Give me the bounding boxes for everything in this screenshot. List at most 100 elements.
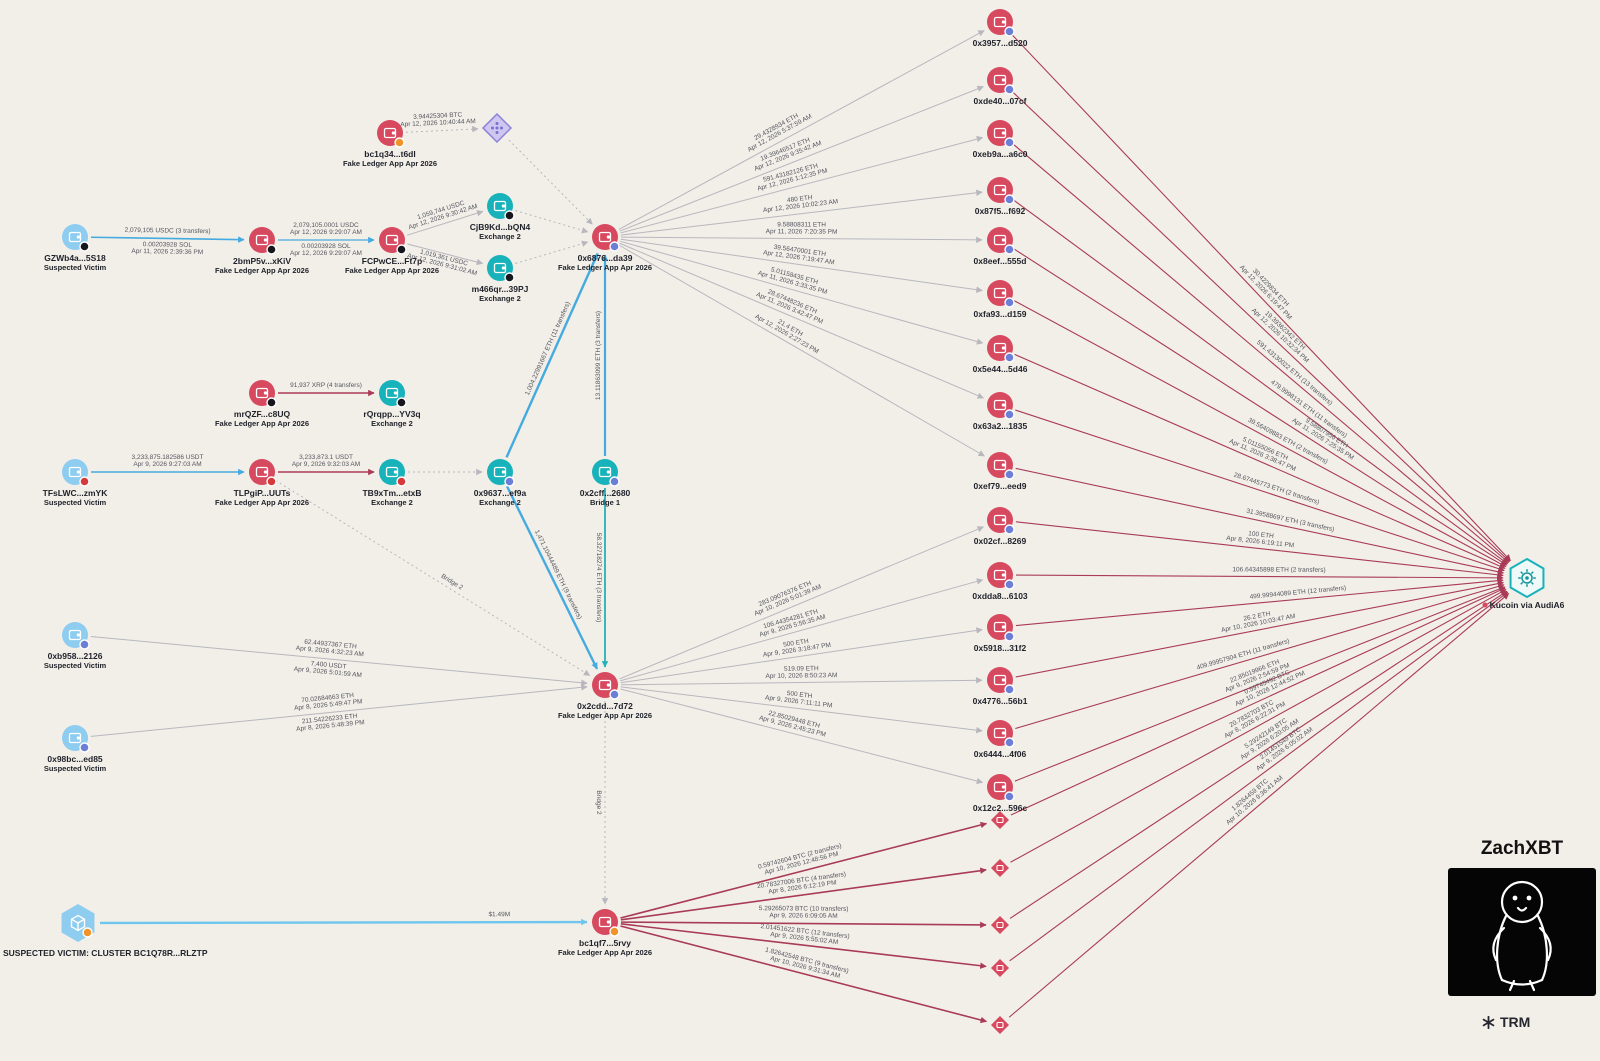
mixer-dot [500,126,503,130]
wallet-clasp-icon [1001,678,1006,682]
edge-r15-ku [1014,585,1506,782]
wallet-icon [255,466,269,478]
edge-label: 58.32718274 ETH (3 transfers) [595,533,602,623]
node-r10[interactable]: 0x02cf...8269 [974,507,1027,546]
wallet-clasp-icon [501,470,506,474]
chain-badge-eth [1004,352,1015,363]
wallet-icon [385,234,399,246]
node-r8[interactable]: 0x63a2...1835 [973,392,1028,431]
node-address: 0x12c2...596c [973,803,1028,813]
mixer-dot [491,126,494,130]
edge-hub1-r9 [618,244,985,457]
node-r12[interactable]: 0x5918...31f2 [974,614,1027,653]
node-address: FCPwCE...Ft7p [362,256,422,266]
wallet-icon [993,127,1007,139]
node-d3[interactable] [991,916,1009,934]
node-r4[interactable]: 0x87f5...f692 [975,177,1026,216]
edge-f3-hub2 [275,480,591,676]
edge-label: 39.56470001 ETHApr 12, 2026 7:19:47 AM [763,242,836,266]
edge-hub2-r13 [620,677,983,686]
wallet-icon [68,466,82,478]
edge-hub1-r2 [619,85,984,232]
node-ku[interactable]: Kucoin via AudiA6 [1482,557,1565,610]
edge-label: 0.00203928 SOLApr 11, 2026 2:39:36 PM [131,241,203,256]
wallet-clasp-icon [391,131,396,135]
edge-hub1-r5 [620,236,983,244]
wallet-diamond [991,1016,1009,1034]
node-r5[interactable]: 0x8eef...555d [974,227,1027,266]
node-d1[interactable] [991,811,1009,829]
node-entity: Exchange 2 [479,294,521,303]
node-d4[interactable] [991,959,1009,977]
edge-label: 91,937 XRP (4 transfers) [290,382,362,389]
trm-logo: TRM [1482,1014,1530,1030]
edge-label: 62.44937367 ETHApr 9, 2026 4:32:23 AM [295,638,364,658]
edge-hub1-r3 [620,135,984,234]
node-r2[interactable]: 0xde40...07cf [974,67,1027,106]
wallet-clasp-icon [606,470,611,474]
edge-v1-f1 [90,236,245,243]
node-r1[interactable]: 0x3957...d520 [973,9,1028,48]
wallet-clasp-icon [1001,188,1006,192]
node-r14[interactable]: 0x6444...4f06 [974,720,1027,759]
node-d5[interactable] [991,1016,1009,1034]
chain-badge-eth [1004,137,1015,148]
chain-badge-eth [1004,579,1015,590]
chain-badge-trx [79,476,90,487]
edge-label: 500 ETHApr 9, 2026 7:11:11 PM [765,687,834,709]
wallet-clasp-icon [1001,463,1006,467]
node-entity: Fake Ledger App Apr 2026 [215,419,309,428]
edge-r2-ku [1011,90,1511,562]
edge-d1-ku [1010,587,1506,816]
edge-label: 519.09 ETHApr 10, 2026 8:50:23 AM [765,665,837,680]
wallet-clasp-icon [1001,625,1006,629]
node-r13[interactable]: 0x4776...56b1 [973,667,1028,706]
node-r11[interactable]: 0xdda8...6103 [972,562,1028,601]
node-address: bc1q34...t6dl [364,149,416,159]
node-r7[interactable]: 0x5e44...5d46 [973,335,1028,374]
node-r3[interactable]: 0xeb9a...a6c0 [973,120,1028,159]
edge-f2-e2 [407,243,484,266]
node-mx[interactable] [481,112,513,144]
edge-b1-mx [405,125,479,133]
wallet-clasp-icon [501,204,506,208]
edge-mx-hub1 [508,139,593,225]
zachxbt-watermark: ZachXBT [1448,838,1596,996]
edge-label: 499.99944089 ETH (12 transfers) [1249,585,1346,601]
node-r15[interactable]: 0x12c2...596c [973,774,1028,813]
chain-badge-eth [1004,297,1015,308]
wallet-icon [68,732,82,744]
edge-d5-ku [1008,593,1510,1018]
node-d2[interactable] [991,859,1009,877]
node-r6[interactable]: 0xfa93...d159 [974,280,1027,319]
node-vc[interactable]: SUSPECTED VICTIM: CLUSTER BC1Q78R...RLZT… [3,904,208,958]
wallet-icon [993,234,1007,246]
node-address: 0x2cff...2680 [580,488,631,498]
node-r9[interactable]: 0xef79...eed9 [974,452,1027,491]
wallet-icon [493,466,507,478]
edge-label: 5.29265073 BTC (10 transfers)Apr 9, 2026… [759,905,849,920]
entity-dot [1482,602,1488,608]
